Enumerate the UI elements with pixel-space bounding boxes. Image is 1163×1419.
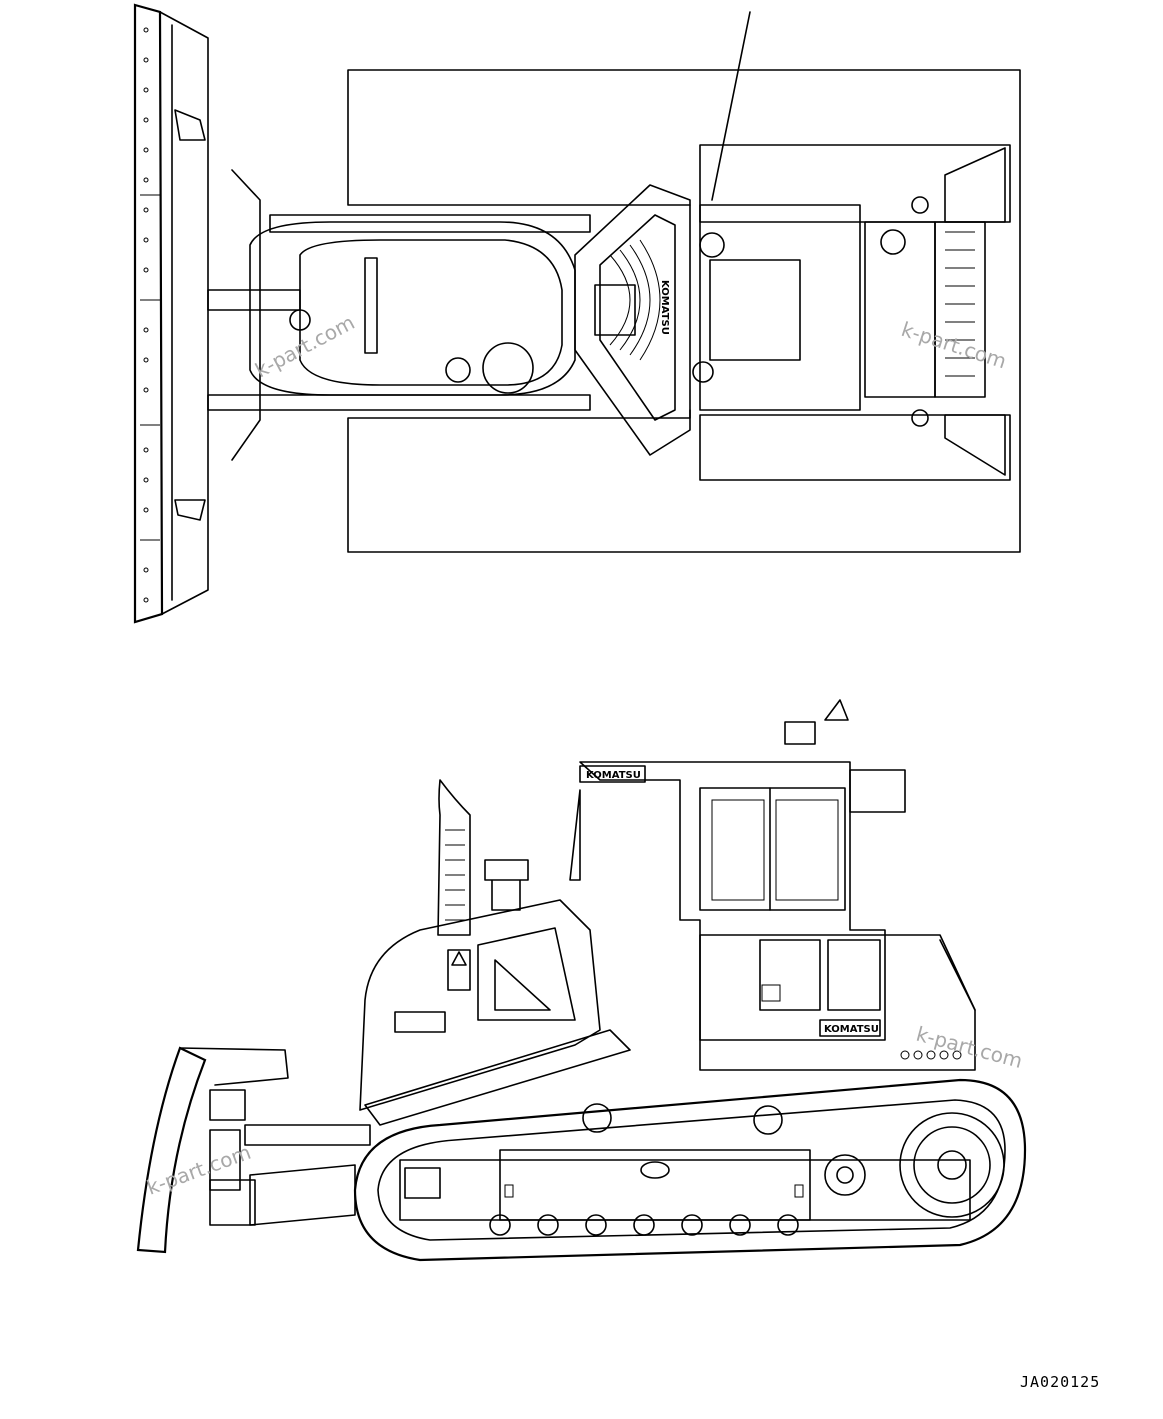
watermark-top-left: k-part.com bbox=[251, 310, 358, 382]
top-view: KOMATSU k-part.co bbox=[133, 3, 1021, 624]
track-assembly bbox=[353, 1078, 1027, 1262]
exhaust-stack bbox=[437, 779, 529, 936]
rear-body-side: KOMATSU bbox=[699, 934, 976, 1071]
cab-side: KOMATSU bbox=[569, 699, 906, 1041]
engine-hood-side bbox=[359, 899, 601, 1111]
push-arms bbox=[207, 169, 591, 461]
engine-hood-top bbox=[249, 221, 576, 396]
watermark-side-right: k-part.com bbox=[914, 1022, 1025, 1073]
watermark-top-right: k-part.com bbox=[898, 317, 1009, 373]
rear-machinery-top bbox=[692, 144, 1011, 481]
komatsu-logo-cab: KOMATSU bbox=[586, 770, 641, 781]
track-rollers bbox=[489, 1214, 799, 1236]
lift-arms bbox=[244, 1029, 631, 1226]
komatsu-logo-body: KOMATSU bbox=[824, 1024, 879, 1035]
komatsu-logo-top: KOMATSU bbox=[659, 280, 670, 335]
blade-top-view bbox=[133, 3, 209, 624]
leader-line bbox=[711, 11, 751, 201]
drawing-code: JA020125 bbox=[1020, 1373, 1100, 1391]
sprocket bbox=[899, 1112, 1005, 1218]
cab-window bbox=[699, 787, 846, 911]
cab-top: KOMATSU bbox=[574, 184, 691, 456]
side-view: KOMATSU KOMATSU bbox=[136, 699, 1027, 1262]
blade-side-view bbox=[136, 1046, 289, 1254]
